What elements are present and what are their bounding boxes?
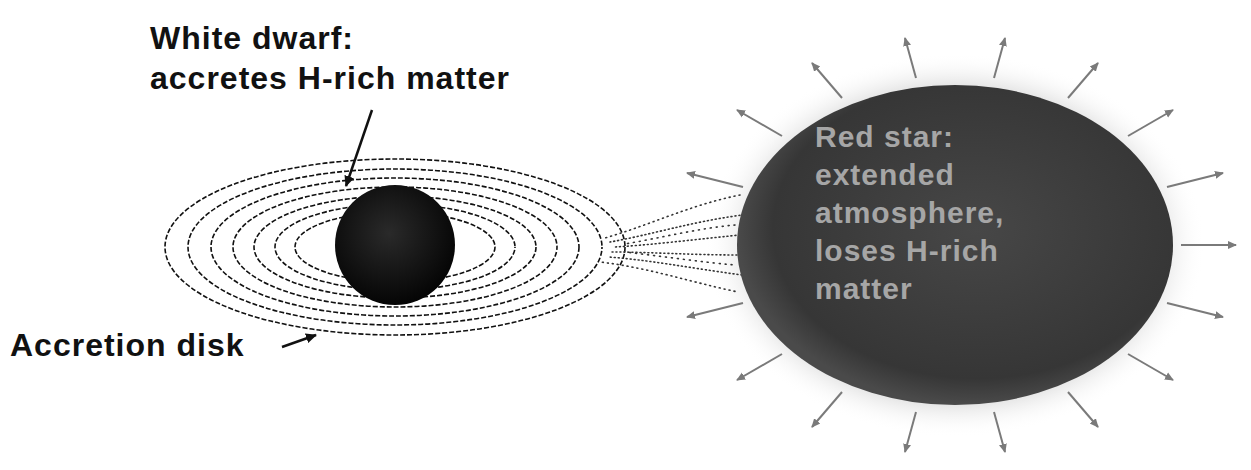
star-label: Red star: extended atmosphere, loses H-r… — [815, 118, 1060, 308]
wind-arrows — [687, 38, 1236, 452]
accretion-disk — [165, 159, 625, 335]
red-star-shape — [737, 85, 1173, 405]
leader-arrow — [346, 110, 372, 186]
white-dwarf-sphere — [335, 185, 455, 305]
wrap-spacer — [420, 18, 620, 58]
callout-label: White dwarf: accretes H-rich matter — [150, 18, 620, 98]
star-halo — [705, 53, 1205, 437]
part-label: Accretion disk — [10, 325, 245, 365]
mass-stream — [600, 195, 742, 292]
star-node: Red star: extended atmosphere, loses H-r… — [737, 85, 1173, 405]
leader-arrow — [282, 335, 316, 347]
